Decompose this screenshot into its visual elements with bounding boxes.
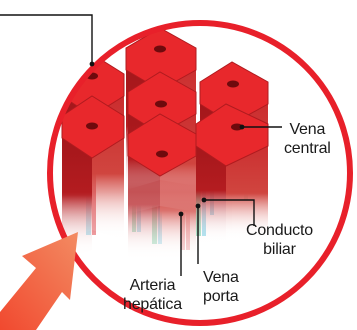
leader-lines — [0, 14, 282, 276]
label-conducto-line1: Conducto — [246, 222, 313, 239]
lobule-cluster — [50, 27, 350, 270]
label-vena-central-line1: Vena — [289, 121, 326, 138]
leader-conducto — [204, 199, 255, 226]
leader-endpoints — [89, 61, 245, 217]
label-arteria-hepatica: Arteria hepática — [123, 276, 182, 314]
bottom-fade — [50, 150, 350, 270]
label-arteria-line2: hepática — [123, 296, 182, 313]
label-vena-central-line2: central — [284, 140, 331, 157]
label-conducto-line2: biliar — [263, 241, 296, 258]
central-vein-dots — [86, 45, 243, 158]
label-vena-porta-line2: porta — [203, 288, 239, 305]
label-arteria-line1: Arteria — [129, 277, 176, 294]
label-vena-central: Vena central — [284, 120, 331, 158]
label-vena-porta: Vena porta — [203, 268, 239, 306]
pointer-arrow — [0, 232, 78, 330]
label-conducto-biliar: Conducto biliar — [246, 221, 313, 259]
magnifier-ring — [47, 20, 353, 326]
leader-top-left — [0, 14, 93, 64]
label-vena-porta-line1: Vena — [203, 269, 239, 286]
